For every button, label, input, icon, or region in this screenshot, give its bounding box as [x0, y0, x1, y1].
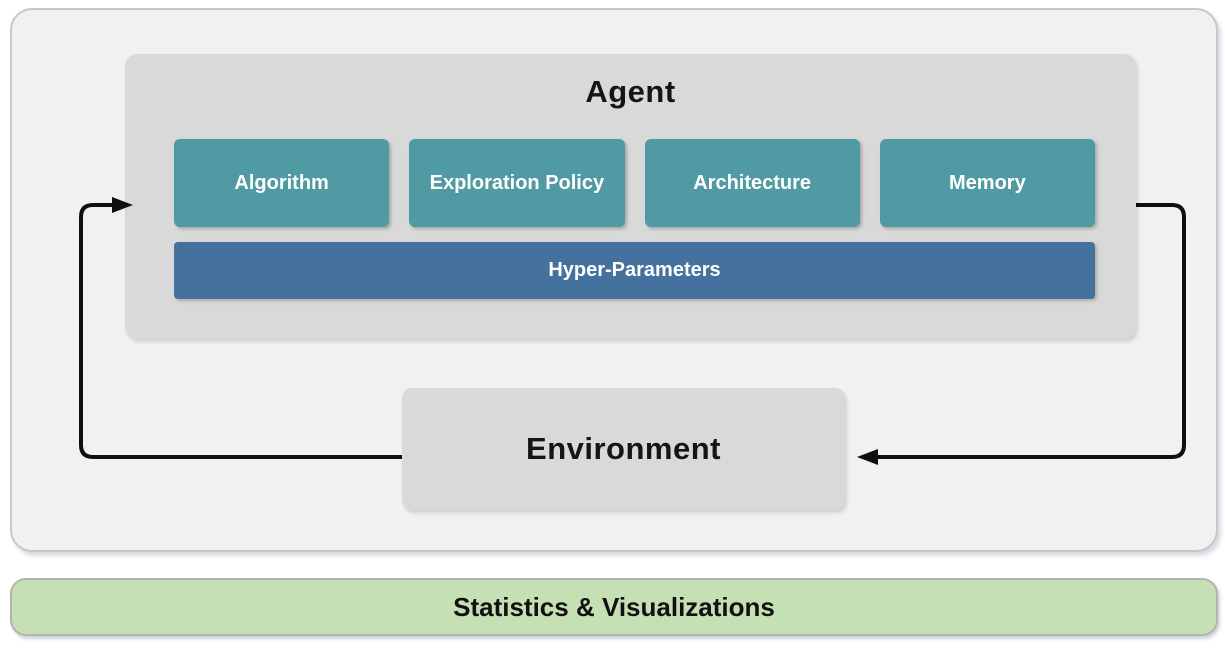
- module-exploration-policy: Exploration Policy: [409, 139, 625, 227]
- agent-panel: Agent Algorithm Exploration Policy Archi…: [125, 54, 1136, 339]
- statistics-visualizations-label: Statistics & Visualizations: [453, 591, 775, 622]
- statistics-visualizations-bar: Statistics & Visualizations: [10, 578, 1218, 636]
- arrowhead-left-icon: [857, 449, 878, 465]
- environment-box: Environment: [402, 388, 845, 510]
- module-algorithm: Algorithm: [174, 139, 390, 227]
- module-architecture: Architecture: [644, 139, 860, 227]
- experiment-loop-panel: Agent Algorithm Exploration Policy Archi…: [10, 8, 1218, 552]
- environment-title: Environment: [526, 431, 721, 466]
- agent-title: Agent: [585, 74, 676, 109]
- module-memory: Memory: [879, 139, 1095, 227]
- agent-modules-row: Algorithm Exploration Policy Architectur…: [174, 139, 1095, 227]
- hyper-parameters-bar: Hyper-Parameters: [174, 242, 1095, 299]
